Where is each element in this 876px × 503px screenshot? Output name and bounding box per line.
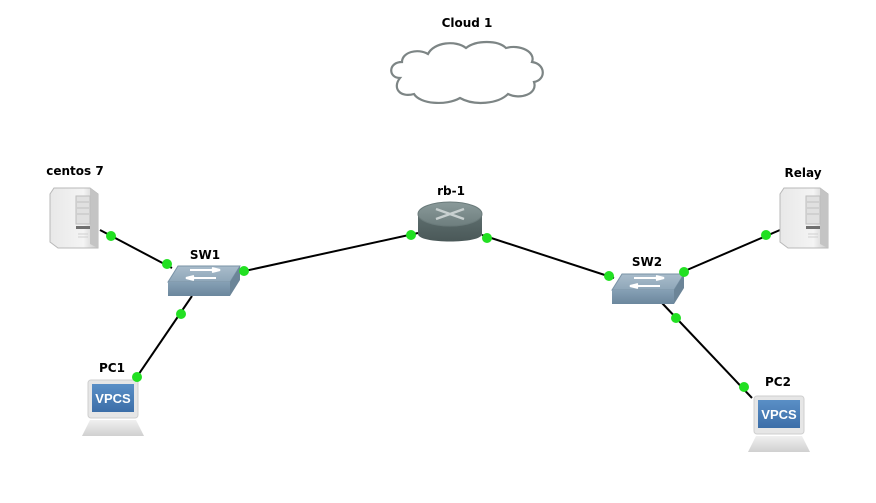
link-sw1-rb1[interactable] xyxy=(239,232,419,273)
vpcs-icon: VPCS xyxy=(748,395,810,452)
node-label: PC1 xyxy=(99,361,125,375)
node-pc2[interactable]: PC2 VPCS xyxy=(748,375,810,452)
port-up-indicator xyxy=(604,271,614,281)
link-rb1-sw2[interactable] xyxy=(481,234,615,279)
port-up-indicator xyxy=(176,309,186,319)
node-label: PC2 xyxy=(765,375,791,389)
router-icon xyxy=(417,201,483,242)
port-up-indicator xyxy=(739,382,749,392)
port-up-indicator xyxy=(671,313,681,323)
node-rb1[interactable]: rb-1 xyxy=(417,184,483,242)
port-up-indicator xyxy=(482,233,492,243)
node-label: centos 7 xyxy=(46,164,103,178)
cloud-icon xyxy=(390,40,544,104)
server-icon xyxy=(49,187,99,249)
node-pc1[interactable]: PC1 VPCS xyxy=(82,361,144,436)
vpcs-icon: VPCS xyxy=(82,379,144,436)
port-up-indicator xyxy=(132,372,142,382)
node-label: SW1 xyxy=(190,248,220,262)
port-up-indicator xyxy=(162,259,172,269)
server-icon xyxy=(779,187,829,249)
node-centos7[interactable]: centos 7 xyxy=(46,164,104,249)
node-label: rb-1 xyxy=(437,184,465,198)
node-relay[interactable]: Relay xyxy=(779,166,829,249)
port-up-indicator xyxy=(406,230,416,240)
link-sw1-pc1[interactable] xyxy=(131,295,193,385)
port-up-indicator xyxy=(239,266,249,276)
node-sw1[interactable]: SW1 xyxy=(167,248,241,296)
node-label: SW2 xyxy=(632,255,662,269)
vpcs-screen-text: VPCS xyxy=(95,391,131,406)
port-up-indicator xyxy=(761,230,771,240)
switch-icon xyxy=(167,265,241,296)
switch-icon xyxy=(611,273,685,304)
node-label: Cloud 1 xyxy=(442,16,493,30)
port-indicators xyxy=(106,230,771,392)
node-label: Relay xyxy=(784,166,821,180)
node-sw2[interactable]: SW2 xyxy=(611,255,685,304)
vpcs-screen-text: VPCS xyxy=(761,407,797,422)
port-up-indicator xyxy=(679,267,689,277)
port-up-indicator xyxy=(106,231,116,241)
node-cloud1[interactable]: Cloud 1 xyxy=(390,16,544,104)
